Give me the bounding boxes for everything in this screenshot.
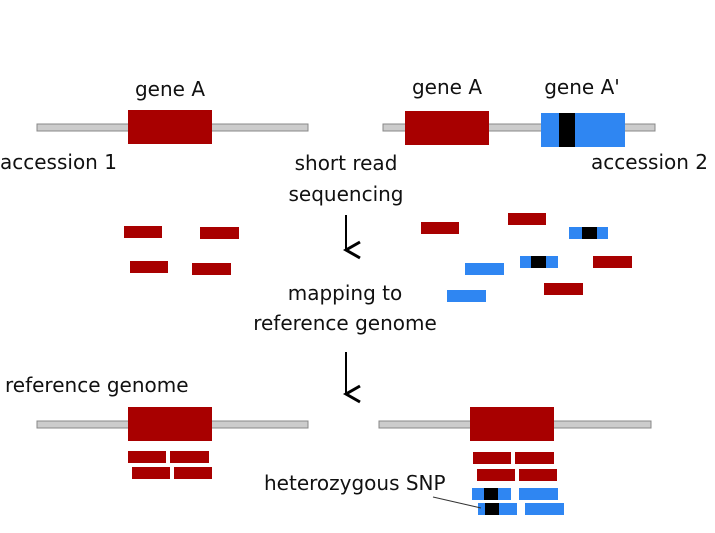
gene-a-prime-accession-2: [541, 113, 625, 147]
mapped-read-red: [132, 467, 170, 479]
mapped-read-red: [128, 451, 166, 463]
label-reference-genome: reference genome: [5, 373, 189, 397]
read-red: [192, 263, 231, 275]
mapped-read-red: [170, 451, 209, 463]
mapped-read-red: [519, 469, 557, 481]
snp-marker: [582, 227, 597, 239]
gene-a-reference-right: [470, 407, 554, 441]
gene-a-accession-2: [405, 111, 489, 145]
mapped-read-red: [477, 469, 515, 481]
snp-pointer-line: [432, 496, 482, 509]
label-sequencing: sequencing: [289, 182, 404, 206]
mapped-read-blue: [519, 488, 558, 500]
mapped-read-red: [473, 452, 511, 464]
snp-marker: [484, 488, 498, 500]
read-red: [124, 226, 162, 238]
read-blue: [447, 290, 486, 302]
mapped-read-blue: [525, 503, 564, 515]
label-mapping-to: mapping to: [288, 281, 403, 305]
mapped-read-red: [174, 467, 212, 479]
snp-marker: [485, 503, 499, 515]
label-reference-genome-step: reference genome: [253, 311, 437, 335]
read-red: [508, 213, 546, 225]
label-heterozygous-snp: heterozygous SNP: [264, 471, 446, 495]
snp-marker: [531, 256, 546, 268]
label-gene-a-accession-1: gene A: [135, 77, 205, 101]
snp-marker: [559, 113, 575, 147]
read-red: [544, 283, 583, 295]
label-short-read: short read: [295, 151, 398, 175]
read-red: [421, 222, 459, 234]
read-red: [593, 256, 632, 268]
label-accession-2: accession 2: [591, 150, 708, 174]
read-red: [130, 261, 168, 273]
mapped-read-red: [515, 452, 554, 464]
label-gene-a-prime: gene A': [544, 75, 620, 99]
label-gene-a-accession-2: gene A: [412, 75, 482, 99]
read-red: [200, 227, 239, 239]
gene-a-accession-1: [128, 110, 212, 144]
label-accession-1: accession 1: [0, 150, 117, 174]
gene-a-reference-left: [128, 407, 212, 441]
read-blue: [465, 263, 504, 275]
chromosome-accession-2: [382, 123, 656, 132]
